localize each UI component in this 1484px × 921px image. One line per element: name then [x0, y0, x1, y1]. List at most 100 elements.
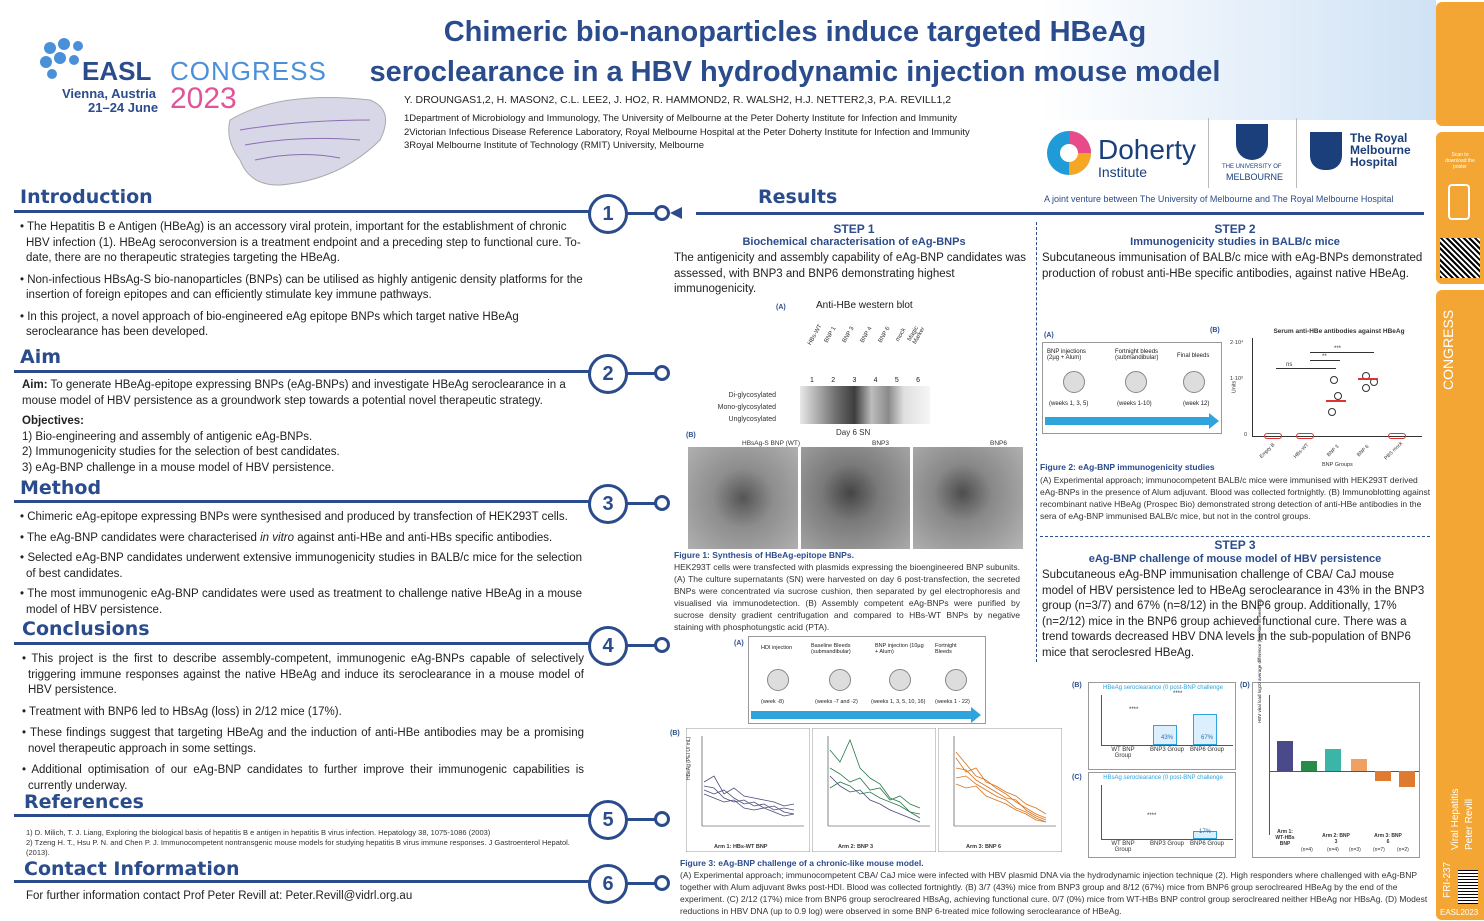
- arm1-ylabel: HBeAg (PEI U/ mL): [686, 736, 692, 780]
- connector: [626, 502, 656, 505]
- doherty-sub: Institute: [1098, 164, 1148, 180]
- arrowhead-icon: [971, 707, 981, 723]
- wb-lane-labels: HBs-WT BNP 1 BNP 3 BNP 4 BNP 6 mock Magi…: [807, 323, 927, 347]
- authors: Y. DROUNGAS1,2, H. MASON2, C.L. LEE2, J.…: [404, 94, 952, 106]
- fig2-title: Figure 2: eAg-BNP immunogenicity studies: [1040, 462, 1215, 472]
- connector: [626, 882, 656, 885]
- results-bar: [696, 212, 1424, 215]
- fig3-panel-c: (C): [1072, 774, 1082, 781]
- marker-4: 4: [588, 626, 628, 666]
- fig1-panel-a: (A): [776, 304, 786, 311]
- poster-title: Chimeric bio-nanoparticles induce target…: [369, 16, 1221, 88]
- method-heading: Method: [20, 477, 102, 499]
- liver-graphic: [228, 97, 387, 186]
- timeline-dot: [654, 811, 670, 827]
- timeline-arrow: [751, 711, 971, 719]
- logo-city: Vienna, Austria: [62, 86, 156, 101]
- viral-load-chart: HBV viral load log10 average difference …: [1252, 599, 1420, 858]
- fig3-title: Figure 3: eAg-BNP challenge of a chronic…: [680, 858, 924, 868]
- hbsag-bar-chart: HBsAg seroclearance (0 post-BNP challeng…: [1088, 772, 1236, 858]
- references-heading: References: [24, 791, 144, 813]
- marker-2: 2: [588, 354, 628, 394]
- step2-text: Subcutaneous immunisation of BALB/c mice…: [1042, 252, 1423, 280]
- fig3-panel-d: (D): [1240, 682, 1250, 689]
- em-image-bnp3: [801, 447, 910, 549]
- fig2-schedule: BNP injections (2µg + Alum) Fortnight bl…: [1042, 342, 1222, 434]
- contact-text: For further information contact Prof Pet…: [26, 890, 413, 902]
- fig1-panel-b: (B): [686, 432, 696, 439]
- step2-label: STEP 2: [1214, 222, 1256, 236]
- spacer: [680, 208, 696, 211]
- hbeag-bar-bnp6: [1193, 714, 1217, 745]
- marker-1: 1: [588, 194, 628, 234]
- timeline-dot: [654, 205, 670, 221]
- western-blot-image: [800, 386, 930, 424]
- mouse-icon: [1125, 371, 1147, 393]
- qr-code: [1440, 238, 1480, 278]
- wb-day-label: Day 6 SN: [836, 428, 871, 437]
- arm1-title: Arm 1: HBs-WT BNP: [714, 844, 768, 850]
- wb-title: Anti-HBe western blot: [816, 300, 913, 311]
- step1-title: Biochemical characterisation of eAg-BNPs: [742, 236, 966, 248]
- conclusions-heading: Conclusions: [22, 618, 150, 640]
- line-chart-arm2: [812, 728, 936, 852]
- fig3-schedule: HDI injection Baseline Bleeds (submandib…: [748, 636, 986, 724]
- results-divider: [1036, 222, 1037, 662]
- timeline-dot: [654, 637, 670, 653]
- em-image-wt: [688, 447, 798, 549]
- mouse-icon: [889, 669, 911, 691]
- step3-label: STEP 3: [1214, 538, 1256, 552]
- timeline-dot: [654, 495, 670, 511]
- aim-heading: Aim: [20, 346, 62, 368]
- easl-wordmark: EASL: [82, 56, 152, 86]
- doherty-logo: [1044, 128, 1094, 183]
- em-label-wt: HBsAg-S BNP (WT): [742, 440, 801, 447]
- hbsag-bar-bnp6: [1193, 830, 1217, 839]
- contact-heading: Contact Information: [24, 858, 240, 880]
- marker-6: 6: [588, 864, 628, 904]
- fig2-scatter: Serum anti-HBe antibodies against HBeAg …: [1230, 328, 1424, 468]
- logo-divider: [1208, 118, 1209, 188]
- doherty-name: Doherty: [1098, 134, 1197, 165]
- unimelb-crest-icon: [1236, 124, 1268, 160]
- arm2-title: Arm 2: BNP 3: [838, 844, 874, 850]
- step3-text: Subcutaneous eAg-BNP immunisation challe…: [1042, 569, 1425, 659]
- em-label-bnp3: BNP3: [872, 440, 889, 447]
- contact-bar: [14, 880, 594, 883]
- step3-title: eAg-BNP challenge of mouse model of HBV …: [1088, 553, 1382, 565]
- objectives: Objectives: 1) Bio-engineering and assem…: [22, 415, 340, 474]
- line-chart-arm1: [686, 728, 810, 852]
- references-bar: [14, 814, 594, 817]
- line-chart-arm3: [938, 728, 1062, 852]
- unimelb-line1: THE UNIVERSITY OF: [1222, 164, 1282, 170]
- fig2-panel-a: (A): [1044, 332, 1054, 339]
- sidebar-qr-tab: Scan to download the poster: [1436, 132, 1484, 284]
- aim-bar: [14, 370, 594, 373]
- step-divider: [1040, 536, 1430, 537]
- barcode: [1458, 870, 1478, 904]
- connector: [626, 372, 656, 375]
- method-bar: [14, 500, 594, 503]
- arm3-title: Arm 3: BNP 6: [966, 844, 1002, 850]
- hbeag-bar-bnp3: [1153, 725, 1177, 745]
- logo-year: 2023: [170, 82, 237, 115]
- mouse-icon: [829, 669, 851, 691]
- step1-text: The antigenicity and assembly capability…: [674, 252, 1027, 295]
- easl-hexagon-icon: [40, 38, 83, 79]
- conclusions-bar: [14, 642, 594, 645]
- logo-divider: [1296, 118, 1297, 188]
- rmh-shield-icon: [1310, 132, 1342, 170]
- fig2-caption: (A) Experimental approach; immunocompete…: [1040, 475, 1431, 521]
- connector: [626, 818, 656, 821]
- step1-label: STEP 1: [833, 222, 875, 236]
- phone-icon: [1448, 184, 1470, 220]
- results-heading: Results: [758, 186, 838, 208]
- congress-wordmark: CONGRESS: [170, 56, 327, 86]
- timeline-dot: [654, 365, 670, 381]
- em-image-bnp6: [913, 447, 1023, 549]
- timeline-arrow: [1045, 417, 1209, 425]
- mouse-icon: [945, 669, 967, 691]
- fig1-title: Figure 1: Synthesis of HBeAg-epitope BNP…: [674, 550, 854, 560]
- aim-text: Aim: To generate HBeAg-epitope expressin…: [22, 379, 566, 407]
